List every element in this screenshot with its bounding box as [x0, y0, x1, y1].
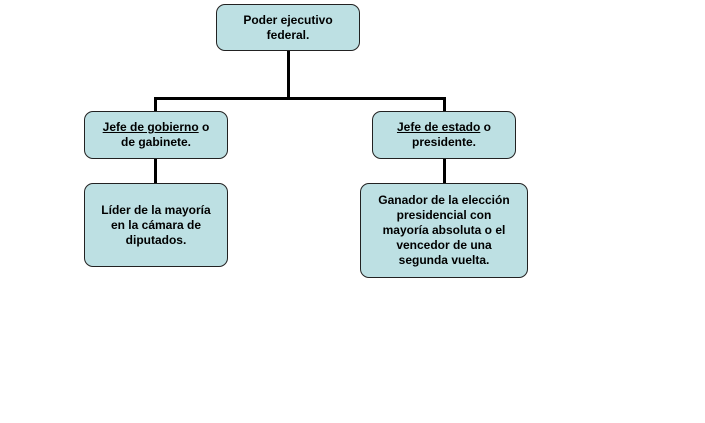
head-of-government-suffix: o de gabinete. [120, 120, 210, 149]
head-of-state-label: Jefe de estado o presidente. [395, 120, 493, 150]
connector-right-detail [443, 159, 446, 183]
root-node: Poder ejecutivo federal. [216, 4, 360, 51]
head-of-government-label: Jefe de gobierno o de gabinete. [97, 120, 215, 150]
head-of-government-detail-node: Líder de la mayoría en la cámara de dipu… [84, 183, 228, 267]
connector-left-detail [154, 159, 157, 183]
connector-root-down [287, 50, 290, 99]
head-of-state-detail-node: Ganador de la elección presidencial con … [360, 183, 528, 278]
head-of-government-title: Jefe de gobierno [102, 120, 199, 134]
head-of-state-detail: Ganador de la elección presidencial con … [378, 193, 510, 267]
connector-right-down [443, 97, 446, 111]
head-of-state-suffix: o presidente. [411, 120, 492, 149]
head-of-state-title: Jefe de estado [396, 120, 481, 134]
head-of-state-node: Jefe de estado o presidente. [372, 111, 516, 159]
connector-left-down [154, 97, 157, 111]
root-node-text: Poder ejecutivo federal. [243, 12, 333, 42]
head-of-government-node: Jefe de gobierno o de gabinete. [84, 111, 228, 159]
connector-horizontal [154, 97, 446, 100]
head-of-government-detail: Líder de la mayoría en la cámara de dipu… [101, 202, 211, 247]
